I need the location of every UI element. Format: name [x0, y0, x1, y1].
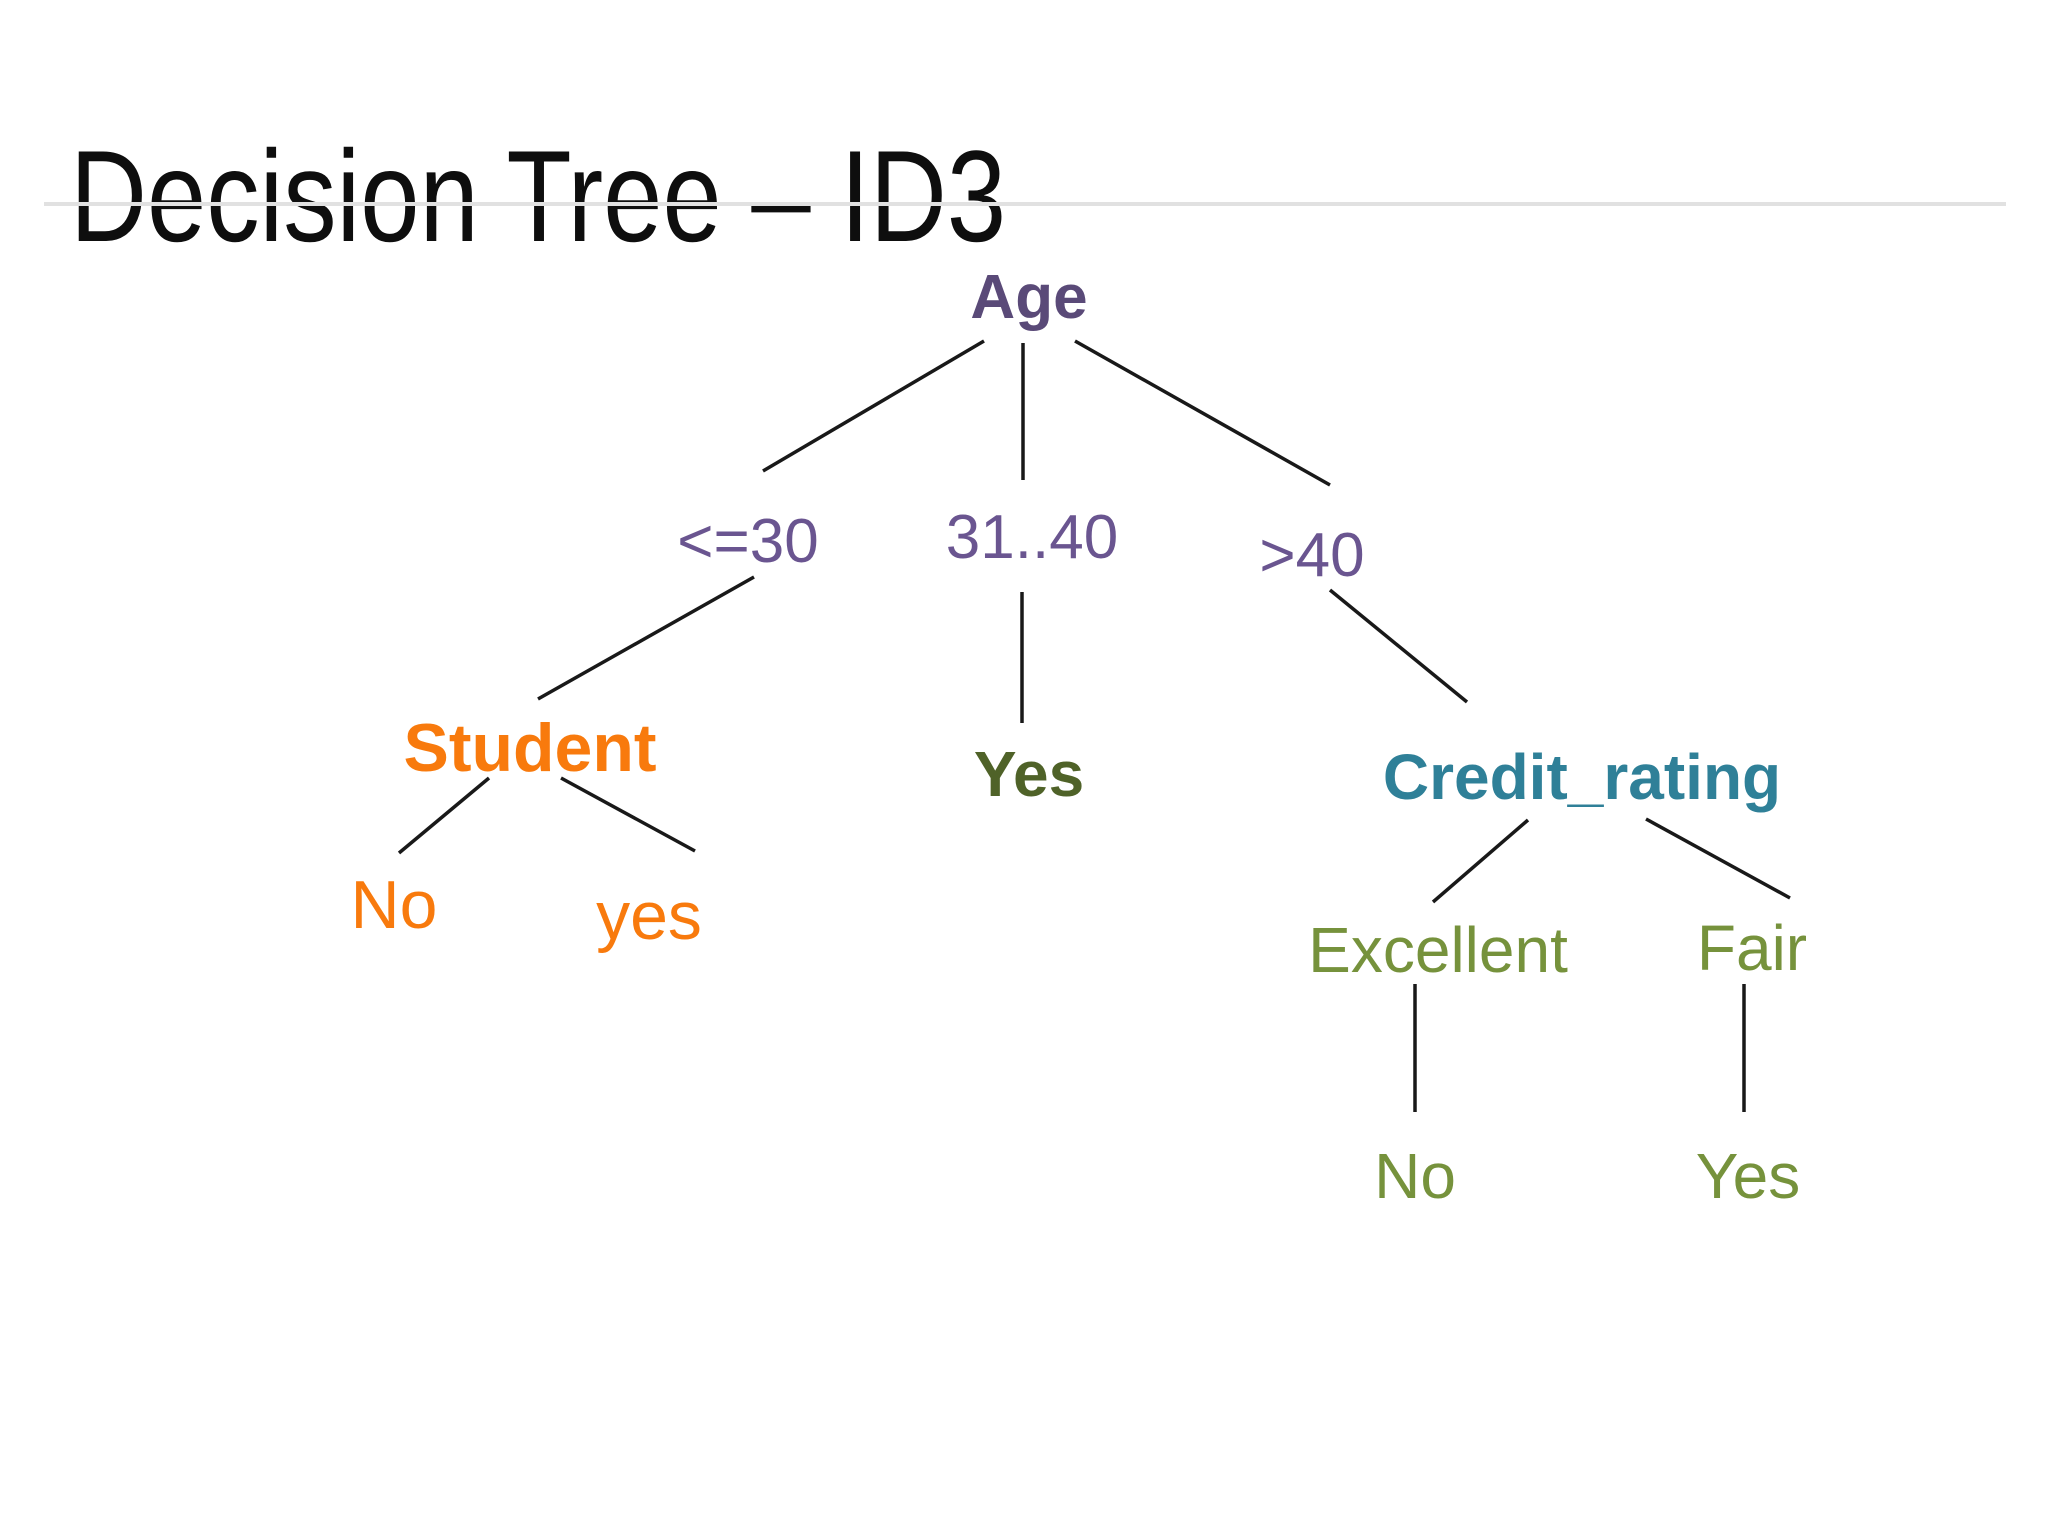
- edge-le30-student: [537, 575, 755, 701]
- edge-student-no: [397, 776, 491, 855]
- leaf-no-credit: No: [1374, 1140, 1456, 1212]
- branch-label-gt40: >40: [1259, 521, 1365, 590]
- node-student: Student: [403, 710, 657, 786]
- edge-gt40-credit: [1328, 588, 1469, 704]
- edge-age-gt40: [1074, 339, 1331, 487]
- branch-label-fair: Fair: [1696, 912, 1808, 984]
- edge-credit-excellent: [1431, 818, 1530, 904]
- node-credit-rating: Credit_rating: [1382, 741, 1782, 813]
- title-divider: [44, 202, 2006, 206]
- edge-credit-fair: [1645, 817, 1791, 900]
- node-age: Age: [970, 263, 1088, 332]
- leaf-yes-student: yes: [596, 878, 702, 954]
- slide-title: Decision Tree – ID3: [70, 123, 1007, 270]
- branch-label-31-40: 31..40: [945, 503, 1119, 572]
- leaf-yes-credit: Yes: [1695, 1140, 1801, 1212]
- branch-label-excellent: Excellent: [1308, 914, 1568, 986]
- edge-student-yes: [560, 776, 696, 853]
- leaf-yes-middle: Yes: [973, 738, 1085, 810]
- edge-age-le30: [762, 339, 985, 473]
- leaf-no-student: No: [350, 867, 438, 943]
- branch-label-le30: <=30: [677, 507, 819, 576]
